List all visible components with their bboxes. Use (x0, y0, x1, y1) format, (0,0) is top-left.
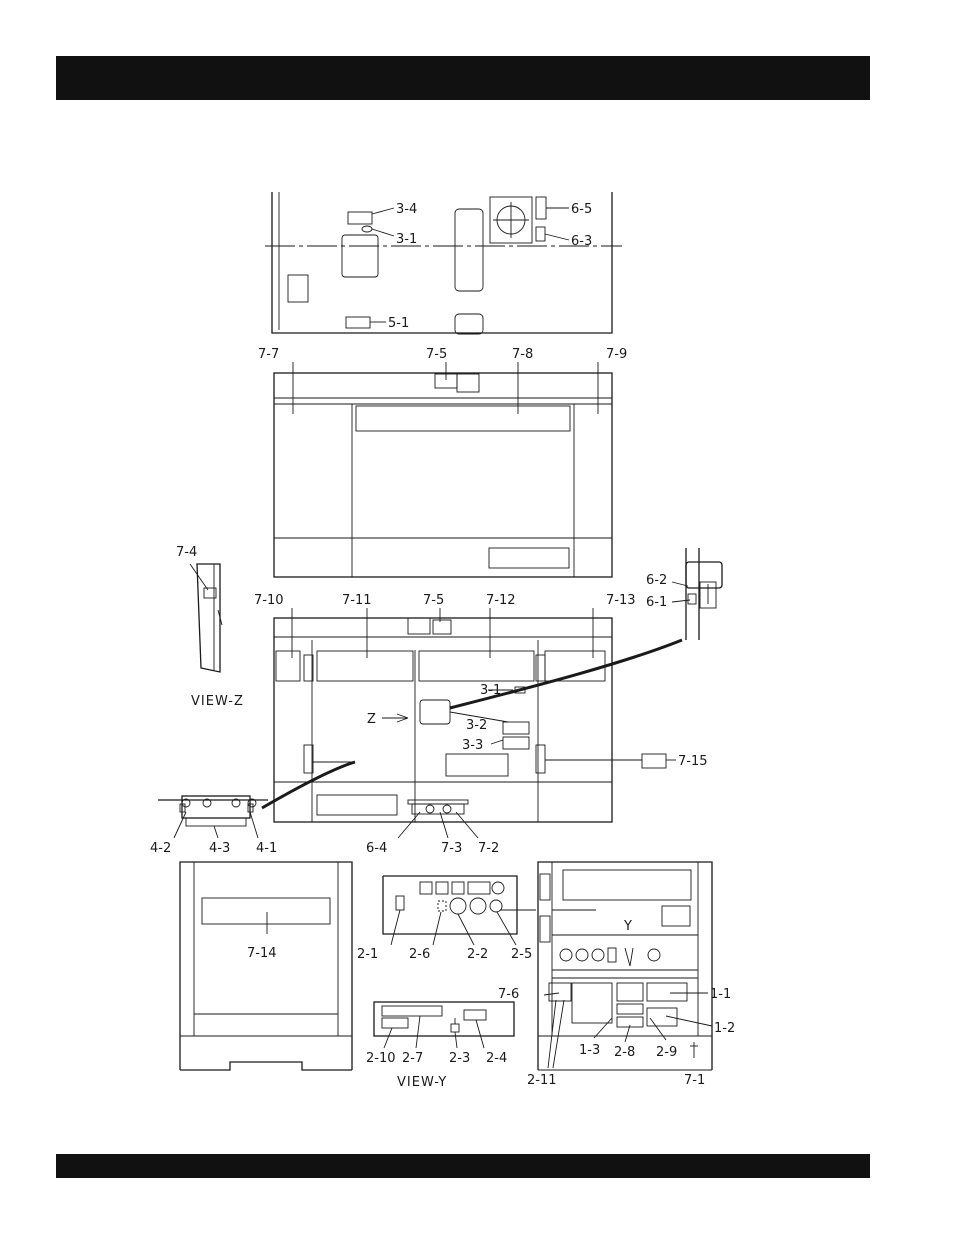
detail-4-series: 4-2 4-3 4-1 (150, 796, 277, 856)
label-3-2: 3-2 (466, 718, 487, 733)
detail-6-1-6-2: 6-2 6-1 (646, 548, 722, 640)
label-7-9: 7-9 (606, 347, 627, 362)
label-7-14: 7-14 (247, 946, 277, 961)
label-3-1-mid: 3-1 (480, 683, 501, 698)
label-2-8: 2-8 (614, 1045, 635, 1060)
label-2-7: 2-7 (402, 1051, 423, 1066)
label-7-6: 7-6 (498, 987, 519, 1002)
label-7-11: 7-11 (342, 593, 372, 608)
label-7-8: 7-8 (512, 347, 533, 362)
label-2-2: 2-2 (467, 947, 488, 962)
label-6-3: 6-3 (571, 234, 592, 249)
label-7-1: 7-1 (684, 1073, 705, 1088)
label-4-2: 4-2 (150, 841, 171, 856)
label-1-3: 1-3 (579, 1043, 600, 1058)
top-view: 3-4 3-1 5-1 6-5 6-3 (265, 192, 622, 334)
label-2-1: 2-1 (357, 947, 378, 962)
label-4-3: 4-3 (209, 841, 230, 856)
label-z: Z (367, 712, 376, 727)
label-5-1: 5-1 (388, 316, 409, 331)
view-y-caption: VIEW-Y (397, 1075, 447, 1090)
label-2-5: 2-5 (511, 947, 532, 962)
label-7-4: 7-4 (176, 545, 197, 560)
label-7-15: 7-15 (678, 754, 708, 769)
label-2-4: 2-4 (486, 1051, 507, 1066)
rear-view: 7-14 (180, 862, 352, 1070)
label-7-2: 7-2 (478, 841, 499, 856)
label-6-2: 6-2 (646, 573, 667, 588)
front-view-bottom: Y 7-6 1-1 1-2 1-3 2-8 2-9 2-11 7-1 (498, 862, 735, 1088)
front-view-middle: 7-10 7-11 7-5 7-12 7-13 3-1 Z 3-2 3-3 7-… (254, 593, 708, 856)
label-3-1-top: 3-1 (396, 232, 417, 247)
label-3-3: 3-3 (462, 738, 483, 753)
label-7-5-mid: 7-5 (423, 593, 444, 608)
label-2-6: 2-6 (409, 947, 430, 962)
view-z: 7-4 VIEW-Z (176, 545, 244, 709)
label-1-2: 1-2 (714, 1021, 735, 1036)
label-7-13: 7-13 (606, 593, 636, 608)
label-4-1: 4-1 (256, 841, 277, 856)
label-2-10: 2-10 (366, 1051, 396, 1066)
label-7-12: 7-12 (486, 593, 516, 608)
label-6-4: 6-4 (366, 841, 387, 856)
label-y: Y (623, 919, 632, 934)
view-z-caption: VIEW-Z (191, 694, 244, 709)
label-2-11: 2-11 (527, 1073, 557, 1088)
label-2-3: 2-3 (449, 1051, 470, 1066)
label-3-4: 3-4 (396, 202, 417, 217)
label-7-3: 7-3 (441, 841, 462, 856)
label-6-1: 6-1 (646, 595, 667, 610)
label-1-1: 1-1 (710, 987, 731, 1002)
label-2-9: 2-9 (656, 1045, 677, 1060)
side-view-upper: 7-7 7-5 7-8 7-9 (258, 347, 627, 577)
label-7-7: 7-7 (258, 347, 279, 362)
control-panel-detail: 2-1 2-6 2-2 2-5 (357, 876, 532, 962)
label-7-10: 7-10 (254, 593, 284, 608)
label-7-5-top: 7-5 (426, 347, 447, 362)
label-6-5: 6-5 (571, 202, 592, 217)
view-y: 2-10 2-7 2-3 2-4 VIEW-Y (366, 1002, 514, 1090)
